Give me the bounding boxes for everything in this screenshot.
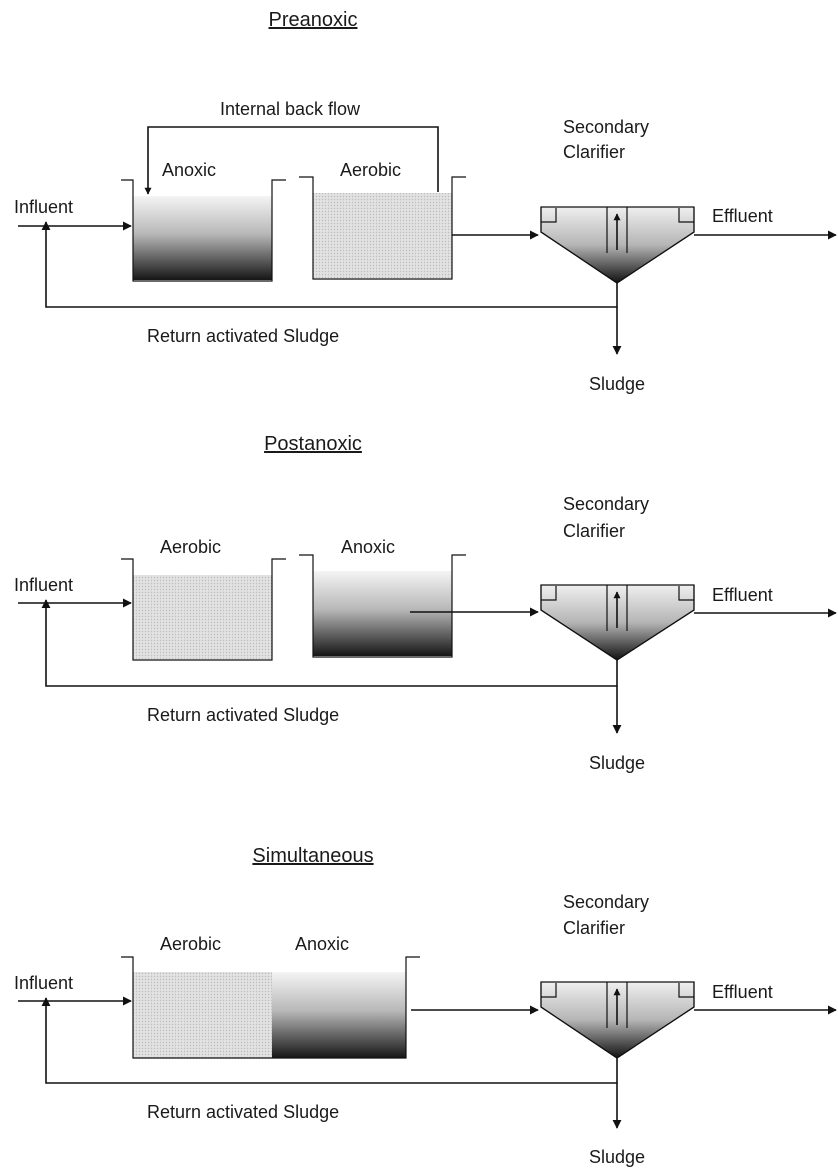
effluent-label: Effluent [712,585,773,605]
influent-label: Influent [14,575,73,595]
clarifier-label-line2: Clarifier [563,142,625,162]
secondary-clarifier [540,206,695,284]
return-sludge-arrow [41,221,618,308]
internal-back-flow-arrow [144,126,439,195]
return-sludge-label: Return activated Sludge [147,1102,339,1122]
secondary-clarifier [540,981,695,1059]
panel-title: Postanoxic [264,433,362,455]
clarifier-label-line2: Clarifier [563,918,625,938]
anoxic-tank [313,571,452,656]
aerobic-tank [313,193,452,278]
aerobic-tank-wall [299,176,466,280]
clarifier-label-line1: Secondary [563,117,649,137]
effluent-label: Effluent [712,982,773,1002]
internal-back-flow-label: Internal back flow [220,99,361,119]
tank-label-anoxic: Anoxic [341,537,395,557]
panel-title: Preanoxic [269,9,358,31]
panel-postanoxic: Postanoxic Aerobic Anoxic Influent Secon… [14,433,837,773]
anoxic-tank-wall [299,554,466,658]
panel-simultaneous: Simultaneous Aerobic Anoxic Influent Sec… [14,845,837,1167]
combined-tank-wall [121,956,420,1059]
return-sludge-arrow [41,997,618,1084]
influent-label: Influent [14,197,73,217]
anoxic-tank-wall [121,179,286,282]
secondary-clarifier [540,584,695,661]
effluent-label: Effluent [712,206,773,226]
tank-label-anoxic: Anoxic [295,934,349,954]
aerobic-tank [133,575,272,659]
clarifier-label-line1: Secondary [563,494,649,514]
anoxic-zone [272,972,406,1058]
panel-title: Simultaneous [252,845,373,867]
panel-preanoxic: Preanoxic Internal back flow Anoxic Aero… [14,9,837,394]
tank-label-aerobic: Aerobic [340,160,401,180]
anoxic-tank [133,196,272,280]
influent-label: Influent [14,973,73,993]
aerobic-tank-wall [121,558,286,661]
tank-label-anoxic: Anoxic [162,160,216,180]
return-sludge-label: Return activated Sludge [147,326,339,346]
return-sludge-arrow [41,599,618,687]
clarifier-label-line1: Secondary [563,892,649,912]
tank-label-aerobic: Aerobic [160,934,221,954]
sludge-label: Sludge [589,1147,645,1167]
aerobic-zone [133,972,272,1058]
tank-label-aerobic: Aerobic [160,537,221,557]
sludge-label: Sludge [589,374,645,394]
clarifier-label-line2: Clarifier [563,521,625,541]
return-sludge-label: Return activated Sludge [147,705,339,725]
sludge-label: Sludge [589,753,645,773]
